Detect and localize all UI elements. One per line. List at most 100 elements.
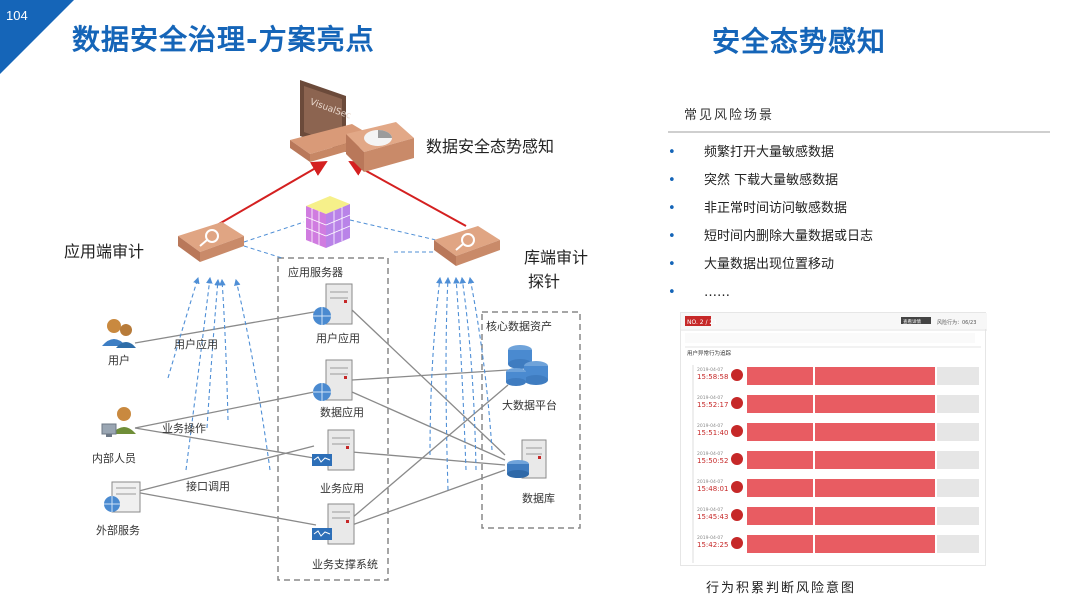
event-ip-cell	[937, 507, 979, 525]
event-ip-cell	[937, 367, 979, 385]
database-icon	[507, 439, 547, 479]
alert-icon	[731, 537, 743, 549]
behavior-timeline-svg: NO. 2 / 21 查看详情 风险行为：06/23 用户异常行为追踪 2019…	[681, 313, 987, 563]
event-ip-cell	[937, 423, 979, 441]
db-audit-label: 库端审计	[524, 248, 589, 267]
bullet-icon: •	[668, 229, 676, 244]
risk-item-text: ……	[704, 285, 730, 300]
alert-icon	[731, 481, 743, 493]
event-detail-cell	[815, 451, 935, 469]
alert-icon	[731, 509, 743, 521]
event-time: 15:52:17	[697, 401, 728, 409]
event-time: 15:50:52	[697, 457, 728, 465]
risk-item: • 非正常时间访问敏感数据	[668, 195, 1058, 223]
core-assets-group-label: 核心数据资产	[486, 320, 552, 333]
user-actor-icon	[102, 319, 136, 348]
risk-item-text: 非正常时间访问敏感数据	[704, 201, 848, 216]
page-number: 104	[6, 8, 28, 23]
server-data-app-label: 数据应用	[320, 406, 364, 419]
db-audit-device-icon	[434, 226, 500, 266]
internal-staff-icon	[101, 407, 136, 437]
core-assets-group-box	[481, 311, 581, 529]
data-cube-icon	[305, 196, 351, 248]
event-date: 2019-04-07	[697, 423, 723, 429]
page-corner-tab	[0, 0, 74, 74]
event-ip-cell	[937, 479, 979, 497]
bullet-icon: •	[668, 201, 676, 216]
risk-count-text: 风险行为：06/23	[937, 319, 976, 326]
event-date: 2019-04-07	[697, 507, 723, 513]
db-audit-report-arrow	[348, 161, 467, 227]
event-ip-cell	[937, 451, 979, 469]
flow-user-app-label: 用户应用	[174, 338, 218, 351]
record-number-text: NO. 2 / 21	[687, 319, 717, 326]
server-user-app-label: 用户应用	[316, 332, 360, 345]
server-asset-links	[351, 309, 509, 526]
situation-monitor-icon: VisualSec	[290, 80, 372, 162]
behavior-timeline-screenshot: NO. 2 / 21 查看详情 风险行为：06/23 用户异常行为追踪 2019…	[680, 312, 987, 566]
risk-item: • 突然 下载大量敏感数据	[668, 167, 1058, 195]
risk-item-text: 短时间内删除大量数据或日志	[704, 229, 874, 244]
event-time: 15:51:40	[697, 429, 728, 437]
app-audit-report-arrow	[211, 160, 328, 229]
actor-external-label: 外部服务	[96, 524, 140, 537]
risk-item: •频繁打开大量敏感数据	[668, 139, 1058, 167]
asset-big-data-label: 大数据平台	[502, 399, 557, 412]
risk-divider	[668, 131, 1050, 133]
alert-icon	[731, 369, 743, 381]
risk-item-text: 大量数据出现位置移动	[704, 257, 835, 272]
actor-internal-label: 内部人员	[92, 452, 136, 465]
server-business-app-icon	[312, 429, 355, 471]
bullet-icon: •	[668, 285, 676, 300]
event-time: 15:48:01	[697, 485, 728, 493]
event-type-cell	[747, 451, 813, 469]
record-number-badge	[685, 316, 711, 326]
app-server-group-label: 应用服务器	[288, 266, 343, 279]
alert-icon	[731, 397, 743, 409]
event-detail-cell	[815, 479, 935, 497]
flow-business-op-label: 业务操作	[162, 422, 206, 435]
situation-awareness-label: 数据安全态势感知	[426, 137, 555, 156]
risk-item-text: 突然 下载大量敏感数据	[704, 173, 839, 188]
server-user-app-icon	[313, 283, 353, 325]
section-label: 用户异常行为追踪	[687, 349, 732, 357]
bullet-icon: •	[668, 173, 676, 188]
alert-icon	[731, 425, 743, 437]
event-type-cell	[747, 507, 813, 525]
risk-heading: 常见风险场景	[684, 108, 775, 123]
event-type-cell	[747, 479, 813, 497]
event-detail-cell	[815, 535, 935, 553]
risk-item: • 短时间内删除大量数据或日志	[668, 223, 1058, 251]
event-date: 2019-04-07	[697, 535, 723, 541]
event-time: 15:58:58	[697, 373, 728, 381]
server-support-label: 业务支撑系统	[312, 558, 378, 571]
event-type-cell	[747, 395, 813, 413]
db-audit-taps	[429, 276, 493, 491]
event-detail-cell	[815, 367, 935, 385]
audit-aggregation-links	[243, 219, 437, 259]
asset-database-label: 数据库	[522, 492, 555, 505]
page-title: 数据安全治理-方案亮点	[72, 23, 375, 56]
big-data-platform-icon	[506, 345, 548, 386]
report-pie-icon	[346, 122, 414, 172]
risk-list: •频繁打开大量敏感数据 • 突然 下载大量敏感数据 • 非正常时间访问敏感数据 • 短…	[668, 139, 1058, 307]
section-title: 安全态势感知	[712, 25, 887, 58]
detail-badge-text: 查看详情	[903, 318, 921, 325]
actor-user-label: 用户	[108, 354, 130, 367]
server-support-system-icon	[312, 503, 355, 545]
event-date: 2019-04-07	[697, 395, 723, 401]
event-detail-cell	[815, 395, 935, 413]
event-time: 15:45:43	[697, 513, 728, 521]
event-ip-cell	[937, 395, 979, 413]
risk-item: •大量数据出现位置移动	[668, 251, 1058, 279]
external-service-icon	[104, 481, 141, 513]
app-audit-device-icon	[178, 222, 244, 262]
event-type-cell	[747, 367, 813, 385]
event-date: 2019-04-07	[697, 451, 723, 457]
detail-badge	[901, 317, 931, 324]
